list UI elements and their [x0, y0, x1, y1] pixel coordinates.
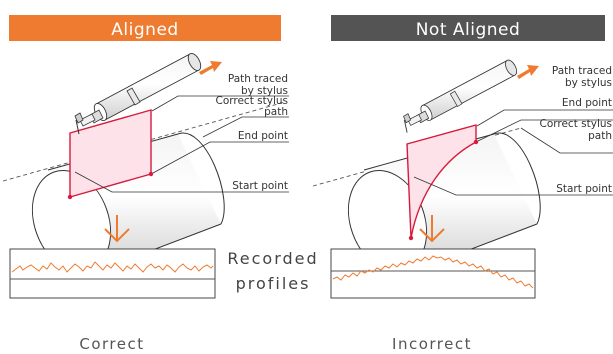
aligned-end-point-leader — [152, 141, 289, 174]
not-aligned-header-bar — [331, 15, 605, 41]
aligned-header-title: Aligned — [111, 20, 178, 40]
aligned-panel: Aligned Path traced by stylus End point … — [2, 15, 289, 353]
aligned-label-path-traced-2: by stylus — [241, 85, 288, 97]
aligned-label-start-point: Start point — [232, 180, 288, 192]
not-aligned-path-traced-leader — [476, 109, 613, 127]
not-aligned-label-end-point: End point — [562, 97, 612, 109]
not-aligned-label-start-point: Start point — [556, 183, 612, 195]
aligned-start-point-marker — [67, 194, 73, 200]
aligned-label-end-point: End point — [238, 130, 288, 142]
not-aligned-direction-arrow-icon — [517, 65, 539, 79]
aligned-caption: Correct — [79, 335, 144, 353]
aligned-profile-trace — [11, 261, 214, 273]
aligned-label-correct-path-2: path — [264, 106, 288, 118]
aligned-direction-arrow-icon — [199, 61, 222, 75]
not-aligned-down-arrow-icon — [419, 215, 445, 243]
aligned-correct-path-leader — [202, 116, 289, 138]
not-aligned-correct-path-leader — [520, 127, 613, 154]
not-aligned-profile-box — [330, 248, 536, 299]
not-aligned-end-point-marker — [473, 139, 479, 145]
not-aligned-start-point-leader — [413, 176, 613, 196]
aligned-end-point-marker — [148, 171, 154, 177]
not-aligned-stylus-probe — [403, 57, 520, 134]
aligned-profile-box — [9, 248, 216, 299]
not-aligned-label-path-traced-2: by stylus — [565, 77, 612, 89]
aligned-header-bar — [9, 15, 281, 41]
aligned-label-correct-path-1: Correct stylus — [215, 95, 288, 107]
not-aligned-profile-trace — [332, 255, 534, 289]
not-aligned-start-point-marker — [408, 235, 414, 241]
not-aligned-label-correct-path-1: Correct stylus — [539, 118, 612, 130]
recorded-profiles-label: Recorded profiles — [227, 249, 318, 293]
not-aligned-end-point-leader — [477, 119, 613, 142]
not-aligned-panel: Not Aligned Path traced by stylus End po… — [312, 15, 613, 353]
not-aligned-header-title: Not Aligned — [416, 20, 521, 40]
recorded-label-line1: Recorded — [227, 249, 318, 268]
aligned-start-point-leader — [74, 171, 289, 193]
not-aligned-caption: Incorrect — [392, 335, 472, 353]
aligned-down-arrow-icon — [104, 215, 130, 243]
not-aligned-label-path-traced-1: Path traced — [552, 65, 612, 77]
aligned-label-path-traced-1: Path traced — [228, 73, 288, 85]
recorded-label-line2: profiles — [236, 274, 311, 293]
not-aligned-label-correct-path-2: path — [588, 130, 612, 142]
aligned-path-traced-leader — [151, 95, 289, 112]
